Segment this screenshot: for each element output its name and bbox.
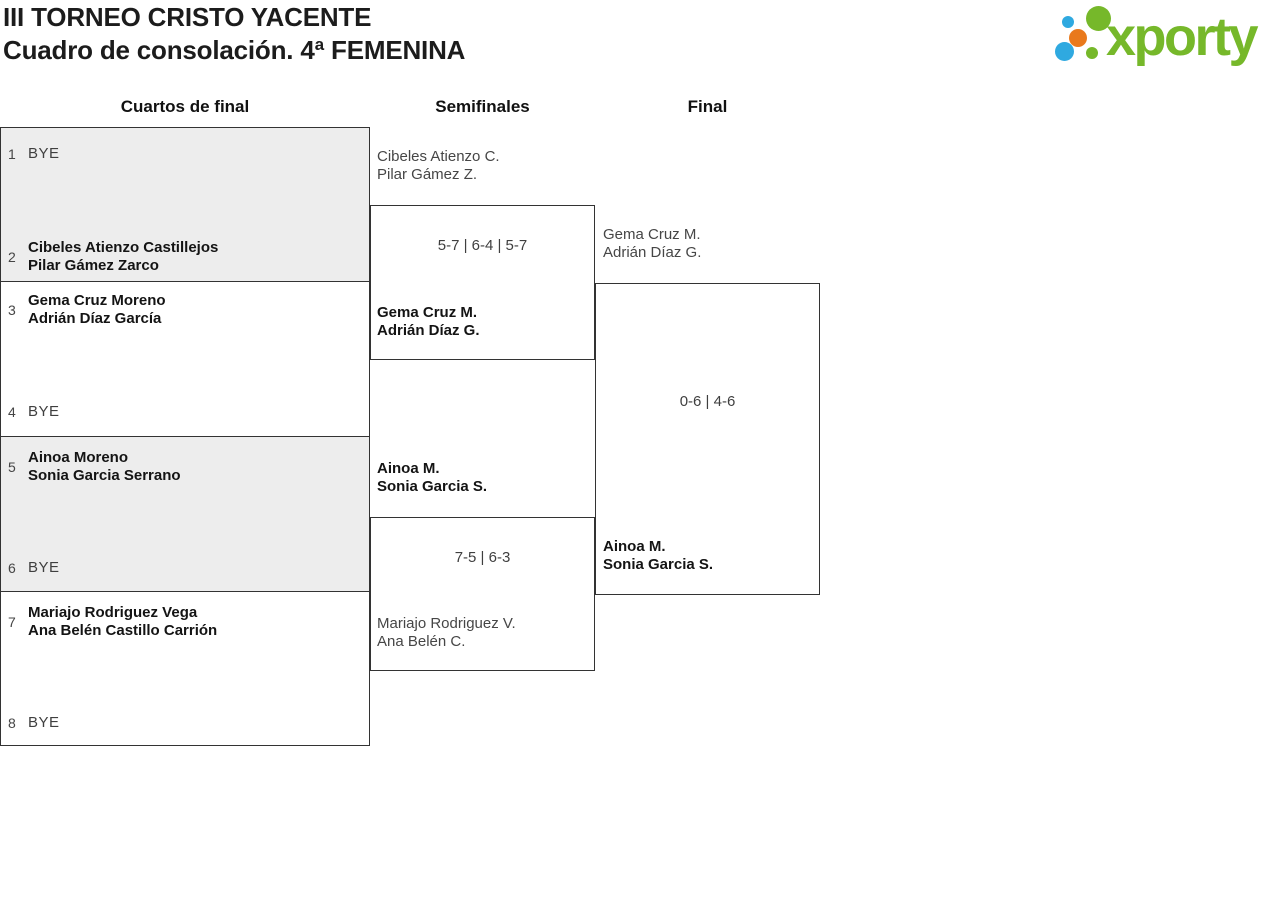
bye-label: BYE [28, 403, 60, 420]
player-name: Ana Belén C. [377, 633, 466, 650]
team-names: Cibeles Atienzo Castillejos Pilar Gámez … [28, 239, 218, 275]
quarterfinal-match-2-box [0, 282, 370, 437]
semifinal-match-2-box [370, 517, 595, 671]
final-match-box [595, 283, 820, 595]
bracket-slot-8: 8 BYE [8, 714, 60, 731]
bye-label: BYE [28, 714, 60, 731]
final-team2: Ainoa M. Sonia Garcia S. [603, 538, 713, 574]
xporty-logo[interactable] [1050, 0, 1280, 75]
bracket-slot-1: 1 BYE [8, 145, 60, 162]
player-name: Adrián Díaz G. [603, 244, 702, 261]
semifinal2-team1: Ainoa M. Sonia Garcia S. [377, 460, 487, 496]
team-names: Gema Cruz Moreno Adrián Díaz García [28, 292, 166, 328]
semifinal1-score: 5-7 | 6-4 | 5-7 [437, 237, 528, 254]
bye-label: BYE [28, 145, 60, 162]
team-names: Mariajo Rodriguez Vega Ana Belén Castill… [28, 604, 217, 640]
semifinal-match-1-box [370, 205, 595, 360]
final-team1: Gema Cruz M. Adrián Díaz G. [603, 226, 701, 262]
semifinal2-score: 7-5 | 6-3 [454, 549, 511, 566]
page-title: III TORNEO CRISTO YACENTE Cuadro de cons… [3, 1, 465, 67]
semifinal2-team2: Mariajo Rodriguez V. Ana Belén C. [377, 615, 516, 651]
logo-dot-icon [1086, 6, 1111, 31]
player-name: Gema Cruz M. [603, 226, 701, 243]
player-name: Pilar Gámez Zarco [28, 257, 159, 274]
seed-number: 8 [8, 714, 16, 731]
bracket-slot-3: 3 Gema Cruz Moreno Adrián Díaz García [8, 292, 166, 328]
player-name: Mariajo Rodriguez V. [377, 615, 516, 632]
bracket-slot-2: 2 Cibeles Atienzo Castillejos Pilar Gáme… [8, 239, 218, 275]
final-score: 0-6 | 4-6 [679, 393, 736, 410]
player-name: Mariajo Rodriguez Vega [28, 604, 198, 621]
round-header-cuartos: Cuartos de final [120, 97, 250, 116]
player-name: Ainoa Moreno [28, 449, 128, 466]
semifinal1-team2: Gema Cruz M. Adrián Díaz G. [377, 304, 480, 340]
quarterfinal-match-4-box [0, 592, 370, 746]
player-name: Adrián Díaz García [28, 310, 162, 327]
player-name: Ainoa M. [603, 538, 666, 555]
seed-number: 6 [8, 559, 16, 576]
quarterfinal-match-1-box [0, 127, 370, 282]
player-name: Ainoa M. [377, 460, 440, 477]
seed-number: 2 [8, 249, 16, 265]
logo-dot-icon [1069, 29, 1087, 47]
logo-dot-icon [1055, 42, 1074, 61]
seed-number: 1 [8, 145, 16, 162]
round-header-semifinales: Semifinales [435, 97, 530, 116]
logo-dot-icon [1086, 47, 1098, 59]
bracket-slot-7: 7 Mariajo Rodriguez Vega Ana Belén Casti… [8, 604, 217, 640]
seed-number: 4 [8, 403, 16, 420]
quarterfinal-match-3-box [0, 437, 370, 592]
xporty-logo-text: xporty [1106, 7, 1259, 67]
player-name: Pilar Gámez Z. [377, 166, 478, 183]
bracket-subtitle: Cuadro de consolación. 4ª FEMENINA [3, 35, 466, 65]
player-name: Sonia Garcia Serrano [28, 467, 181, 484]
logo-dot-icon [1062, 16, 1074, 28]
player-name: Gema Cruz M. [377, 304, 478, 321]
bracket-slot-4: 4 BYE [8, 403, 60, 420]
seed-number: 3 [8, 302, 16, 318]
player-name: Sonia Garcia S. [603, 556, 714, 573]
seed-number: 5 [8, 459, 16, 475]
bracket-slot-5: 5 Ainoa Moreno Sonia Garcia Serrano [8, 449, 181, 485]
bye-label: BYE [28, 559, 60, 576]
bracket-slot-6: 6 BYE [8, 559, 60, 576]
player-name: Ana Belén Castillo Carrión [28, 622, 218, 639]
player-name: Sonia Garcia S. [377, 478, 488, 495]
tournament-title: III TORNEO CRISTO YACENTE [3, 2, 372, 32]
player-name: Gema Cruz Moreno [28, 292, 166, 309]
player-name: Cibeles Atienzo Castillejos [28, 239, 219, 256]
round-header-final: Final [687, 97, 728, 116]
player-name: Cibeles Atienzo C. [377, 148, 500, 165]
semifinal1-team1: Cibeles Atienzo C. Pilar Gámez Z. [377, 148, 500, 184]
seed-number: 7 [8, 614, 16, 630]
player-name: Adrián Díaz G. [377, 322, 480, 339]
team-names: Ainoa Moreno Sonia Garcia Serrano [28, 449, 181, 485]
